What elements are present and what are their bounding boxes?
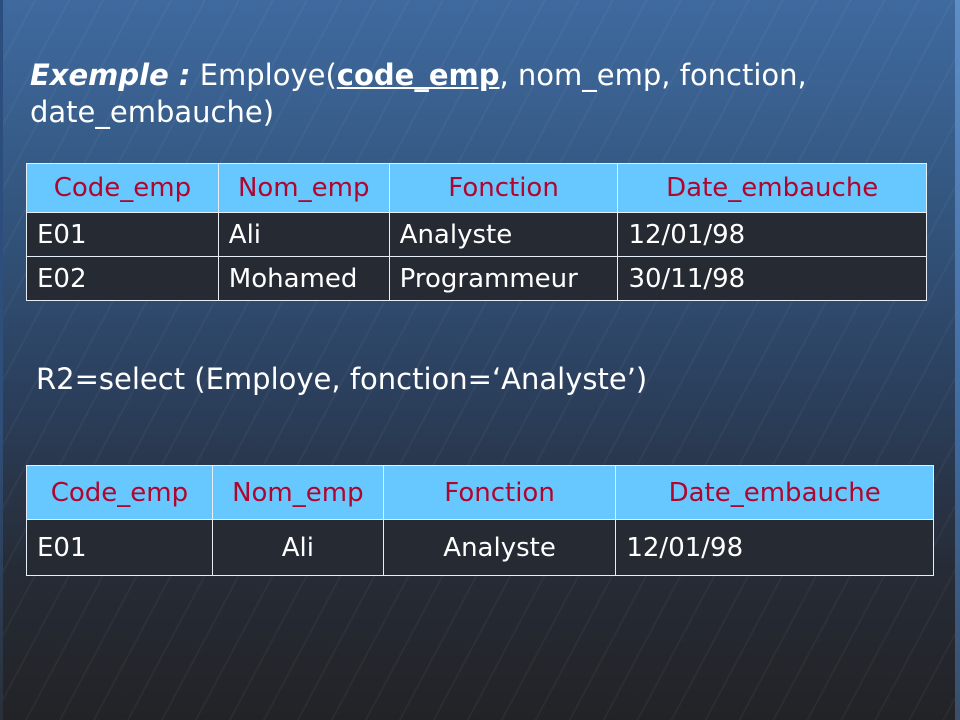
cell-date-embauche: 30/11/98	[617, 256, 927, 301]
table-row: E01 Ali Analyste 12/01/98	[26, 519, 934, 576]
column-header-date-embauche: Date_embauche	[615, 465, 934, 520]
column-header-date-embauche: Date_embauche	[617, 163, 927, 213]
cell-code-emp: E02	[26, 256, 219, 301]
cell-date-embauche: 12/01/98	[615, 519, 934, 576]
slide-right-edge	[955, 0, 960, 720]
table-row: E02 Mohamed Programmeur 30/11/98	[26, 256, 927, 301]
table-header-row: Code_emp Nom_emp Fonction Date_embauche	[26, 163, 927, 213]
relation-attributes-line2: date_embauche)	[30, 95, 275, 129]
column-header-fonction: Fonction	[388, 163, 619, 213]
select-query: R2=select (Employe, fonction=‘Analyste’)	[36, 362, 648, 396]
column-header-code-emp: Code_emp	[26, 163, 219, 213]
relation-name: Employe(	[199, 58, 337, 92]
table-row: E01 Ali Analyste 12/01/98	[26, 212, 927, 257]
cell-code-emp: E01	[26, 212, 219, 257]
column-header-code-emp: Code_emp	[26, 465, 213, 520]
slide-heading: Exemple : Employe(code_emp, nom_emp, fon…	[30, 57, 930, 131]
cell-fonction: Analyste	[382, 519, 617, 576]
cell-date-embauche: 12/01/98	[617, 212, 927, 257]
cell-nom-emp: Mohamed	[217, 256, 390, 301]
cell-fonction: Analyste	[388, 212, 619, 257]
slide-left-edge	[0, 0, 3, 720]
column-header-nom-emp: Nom_emp	[217, 163, 390, 213]
primary-key-attribute: code_emp	[336, 58, 500, 92]
cell-nom-emp: Ali	[211, 519, 384, 576]
result-table: Code_emp Nom_emp Fonction Date_embauche …	[26, 465, 934, 576]
column-header-fonction: Fonction	[382, 465, 617, 520]
column-header-nom-emp: Nom_emp	[211, 465, 384, 520]
example-label: Exemple :	[30, 58, 191, 92]
cell-code-emp: E01	[26, 519, 213, 576]
employe-table: Code_emp Nom_emp Fonction Date_embauche …	[26, 163, 927, 301]
table-header-row: Code_emp Nom_emp Fonction Date_embauche	[26, 465, 934, 520]
relation-attributes: , nom_emp, fonction,	[499, 58, 807, 92]
cell-fonction: Programmeur	[388, 256, 619, 301]
cell-nom-emp: Ali	[217, 212, 390, 257]
